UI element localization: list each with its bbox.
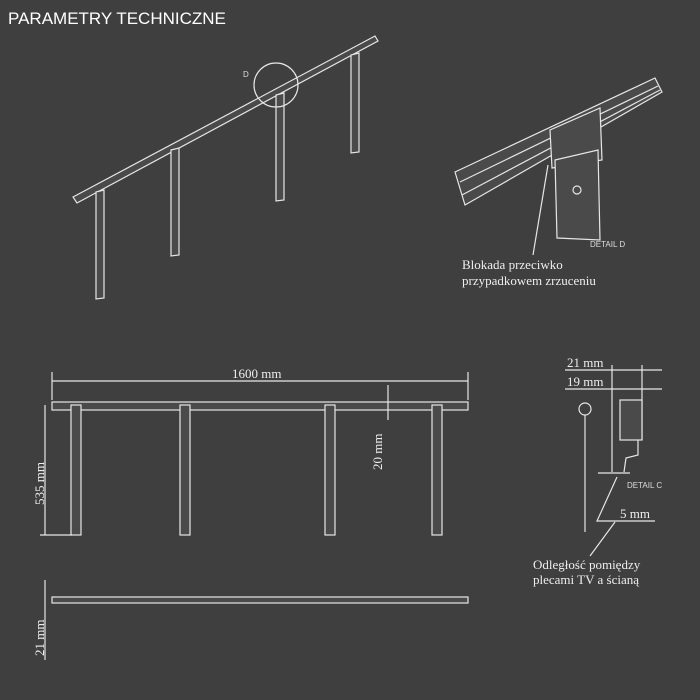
detail-c-label: DETAIL C	[627, 481, 662, 490]
depth-dimension: 21 mm	[32, 620, 47, 656]
side-dim-19: 19 mm	[567, 374, 603, 389]
height-dimension: 535 mm	[32, 462, 47, 505]
width-dimension: 1600 mm	[232, 366, 281, 381]
offset-dimension: 20 mm	[370, 434, 385, 470]
perspective-view: D	[72, 35, 379, 300]
perspective-brackets	[95, 52, 360, 300]
detail-d-callout-2: przypadkowem zrzuceniu	[462, 273, 596, 288]
side-view: 21 mm 19 mm DETAIL C 5 mm Odległość pomi…	[533, 355, 662, 587]
gap-dimension: 5 mm	[620, 506, 650, 521]
detail-d-label: DETAIL D	[590, 240, 625, 249]
page-title: PARAMETRY TECHNICZNE	[8, 9, 226, 28]
detail-d-callout-1: Blokada przeciwko	[462, 257, 563, 272]
front-view: 1600 mm 535 mm 20 mm	[32, 366, 469, 536]
side-callout-2: plecami TV a ścianą	[533, 572, 639, 587]
bottom-view: 21 mm	[32, 580, 469, 660]
detail-d-circle	[253, 62, 299, 108]
side-dim-21: 21 mm	[567, 355, 603, 370]
front-brackets	[70, 404, 443, 536]
side-callout-1: Odległość pomiędzy	[533, 557, 641, 572]
detail-d-view: DETAIL D Blokada przeciwko przypadkowem …	[454, 77, 663, 288]
detail-marker: D	[243, 70, 249, 79]
